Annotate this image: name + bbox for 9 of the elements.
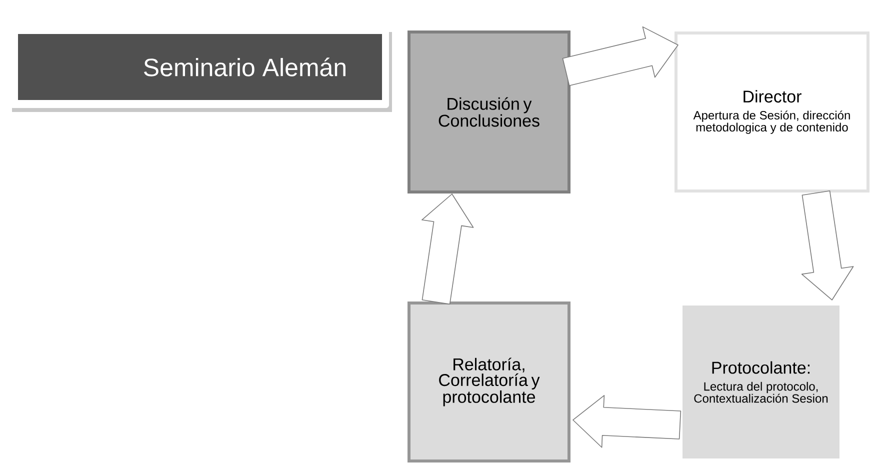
process-box: Director Apertura de Sesión, dirección metodologica y de contenido xyxy=(674,32,870,192)
title-banner: Seminario Alemán xyxy=(18,34,382,100)
block-arrow xyxy=(801,190,854,300)
process-box: Relatoría, Correlatoría y protocolante xyxy=(408,302,570,462)
process-box: Discusión y Conclusiones xyxy=(408,30,570,194)
block-arrow xyxy=(422,194,474,304)
block-arrow xyxy=(562,26,678,86)
process-box: Protocolante: Lectura del protocolo, Contextualización Sesion xyxy=(678,300,844,464)
block-arrow xyxy=(572,395,682,448)
